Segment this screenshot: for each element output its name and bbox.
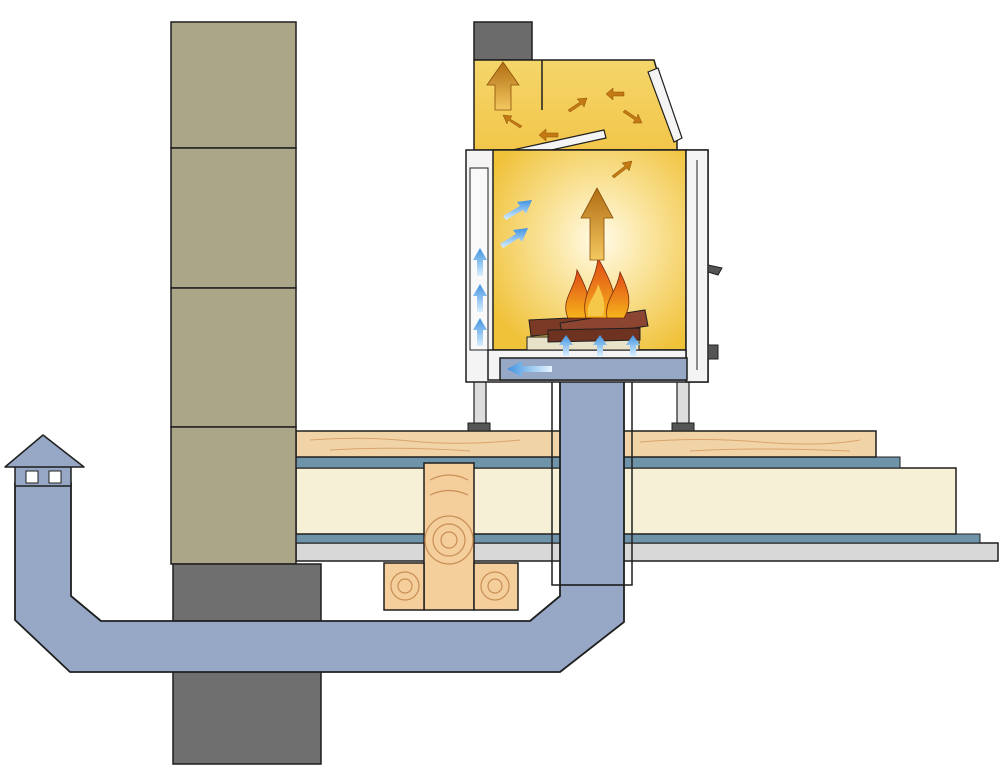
arrow-left-icon xyxy=(507,361,552,377)
chimney-block-2 xyxy=(170,147,297,289)
inlet-vent-left xyxy=(25,470,39,484)
inlet-roof xyxy=(4,434,85,468)
joist-left xyxy=(383,562,425,611)
arrow-up-icon xyxy=(580,187,614,261)
chimney-block-3 xyxy=(170,287,297,428)
joist-left-grain xyxy=(390,571,420,601)
insulation-layer xyxy=(295,467,957,535)
chimney-block-4 xyxy=(170,426,297,565)
floor-construction xyxy=(295,430,999,562)
subfloor-layer xyxy=(295,542,999,562)
arrow-up-icon xyxy=(567,97,588,113)
arrow-up-icon xyxy=(473,248,487,276)
arrow-up-icon xyxy=(503,200,532,220)
arrow-up-icon xyxy=(611,160,633,179)
arrow-up-icon xyxy=(538,128,559,142)
arrow-up-icon xyxy=(626,335,640,356)
stove-legs xyxy=(467,379,695,432)
wood-grain xyxy=(309,437,861,452)
top-handle xyxy=(647,67,683,143)
fireplace-stove xyxy=(465,21,723,432)
door-handle xyxy=(707,264,723,276)
arrow-up-icon xyxy=(502,114,523,129)
joist-right xyxy=(473,562,519,611)
arrow-up-icon xyxy=(500,228,528,248)
arrow-up-icon xyxy=(559,335,573,356)
firewood-logs xyxy=(528,309,649,343)
lower-membrane xyxy=(295,533,981,544)
cold-air-flow xyxy=(473,200,640,377)
chimney-block-1 xyxy=(170,21,297,149)
arrow-up-icon xyxy=(473,284,487,312)
hot-air-flow xyxy=(486,61,643,261)
inlet-vent-right xyxy=(48,470,62,484)
arrow-up-icon xyxy=(622,109,643,124)
arrow-up-icon xyxy=(605,87,625,101)
joist-vertical-grain xyxy=(424,474,474,565)
floor-joists xyxy=(383,462,519,611)
air-inlet-cap xyxy=(4,434,85,487)
arrow-up-icon xyxy=(473,318,487,346)
flue-outlet xyxy=(473,21,533,61)
joist-right-grain xyxy=(480,571,510,601)
stove-door xyxy=(685,149,723,383)
arrow-up-icon xyxy=(593,335,607,356)
joist-vertical xyxy=(423,462,475,611)
arrow-up-icon xyxy=(486,61,520,111)
firebox-glow xyxy=(492,149,687,351)
stove-air-connector xyxy=(499,357,688,381)
